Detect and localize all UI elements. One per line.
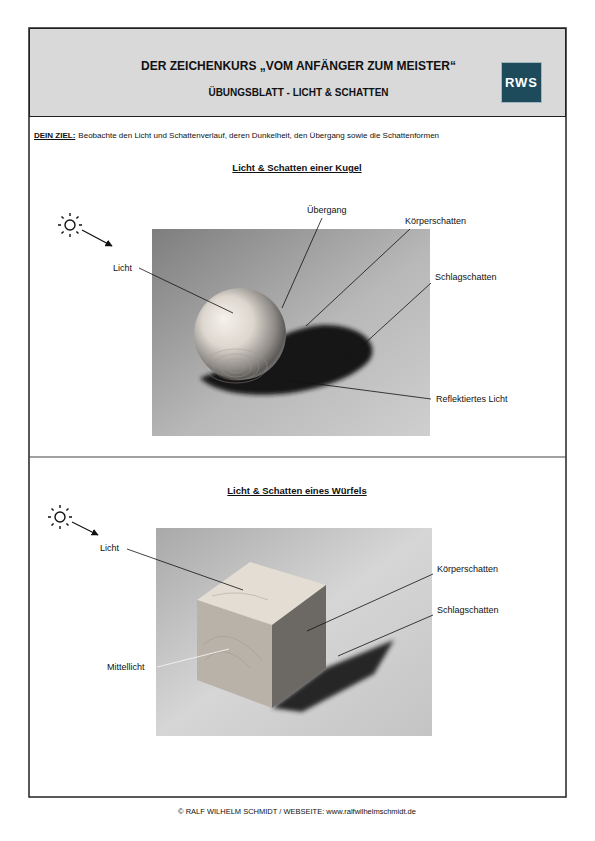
page-subtitle: ÜBUNGSBLATT - LICHT & SCHATTEN bbox=[208, 87, 388, 98]
light-direction-arrow bbox=[82, 230, 112, 246]
part-label: Mittellicht bbox=[107, 661, 145, 673]
part-label: Reflektiertes Licht bbox=[436, 393, 508, 405]
leader-line bbox=[287, 380, 431, 399]
leader-line bbox=[282, 218, 322, 308]
wood-grain bbox=[205, 349, 267, 383]
sun-rays bbox=[48, 505, 72, 529]
sun-core bbox=[55, 512, 65, 522]
leader-line bbox=[340, 283, 431, 366]
wooden-sphere bbox=[194, 288, 286, 380]
sun-rays bbox=[58, 213, 82, 237]
logo-box: RWS bbox=[501, 62, 542, 103]
leader-lines bbox=[127, 549, 433, 656]
sun-symbol bbox=[58, 213, 82, 237]
leader-line bbox=[307, 574, 433, 631]
section-heading: Licht & Schatten einer Kugel bbox=[232, 162, 361, 174]
part-label: Licht bbox=[100, 542, 119, 554]
part-label: Licht bbox=[113, 262, 132, 274]
goal-text: Beobachte den Licht und Schattenverlauf,… bbox=[78, 130, 439, 142]
leader-lines bbox=[139, 218, 431, 399]
leader-line bbox=[157, 649, 229, 667]
part-label: Übergang bbox=[307, 204, 347, 216]
leader-line bbox=[127, 549, 243, 590]
photo-background bbox=[152, 229, 430, 436]
leader-line bbox=[139, 268, 233, 313]
part-label: Körperschatten bbox=[405, 215, 466, 227]
sun-symbol bbox=[48, 505, 72, 529]
cube-side-face bbox=[272, 585, 326, 708]
wood-grain-ring bbox=[203, 636, 262, 660]
photo-background bbox=[156, 528, 432, 736]
wood-grain-ring bbox=[205, 349, 267, 383]
header-band: DER ZEICHENKURS „VOM ANFÄNGER ZUM MEISTE… bbox=[29, 28, 566, 117]
goal-heading: DEIN ZIEL: bbox=[34, 130, 75, 142]
light-direction-arrow bbox=[72, 522, 98, 535]
leader-line bbox=[306, 229, 410, 326]
leader-line bbox=[338, 615, 433, 656]
wood-grain-ring bbox=[212, 593, 268, 600]
page-title: DER ZEICHENKURS „VOM ANFÄNGER ZUM MEISTE… bbox=[141, 59, 456, 73]
part-label: Schlagschatten bbox=[437, 604, 499, 616]
part-label: Schlagschatten bbox=[435, 271, 497, 283]
part-label: Körperschatten bbox=[437, 563, 498, 575]
sun-core bbox=[65, 220, 75, 230]
page-frame bbox=[29, 28, 566, 797]
wood-grain-ring bbox=[221, 359, 251, 377]
wood-grain-ring bbox=[228, 363, 244, 373]
section-heading: Licht & Schatten eines Würfels bbox=[227, 485, 366, 497]
wood-grain bbox=[203, 593, 268, 668]
wood-grain-ring bbox=[205, 652, 250, 668]
section-divider bbox=[29, 457, 566, 458]
wood-grain-ring bbox=[213, 354, 259, 380]
logo-text: RWS bbox=[505, 75, 538, 90]
footer-text: © RALF WILHELM SCHMIDT / WEBSEITE: www.r… bbox=[178, 806, 416, 818]
